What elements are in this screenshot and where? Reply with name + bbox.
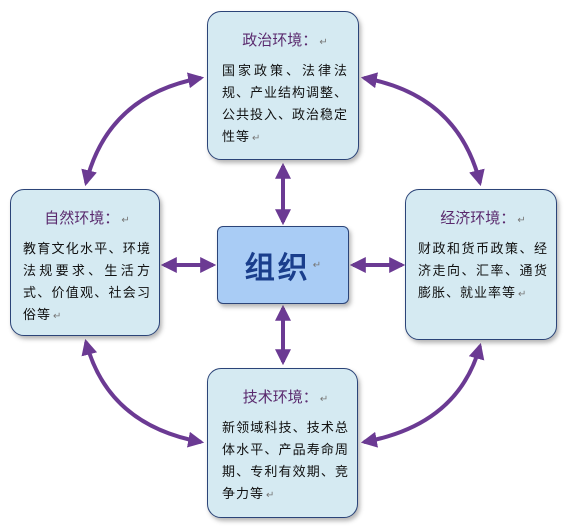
paragraph-mark: ↵ — [53, 311, 63, 322]
paragraph-mark: ↵ — [517, 215, 526, 226]
paragraph-mark: ↵ — [252, 133, 262, 144]
paragraph-mark: ↵ — [319, 37, 328, 48]
politics-title: 政治环境：↵ — [242, 31, 328, 49]
economy-box: 经济环境：↵ 财政和货币政策、经济走向、汇率、通货膨胀、就业率等↵ — [405, 189, 557, 340]
economy-title: 经济环境：↵ — [440, 209, 526, 227]
nature-box: 自然环境：↵ 教育文化水平、环境法规要求、生活方式、价值观、社会习俗等↵ — [10, 189, 160, 336]
paragraph-mark: ↵ — [121, 215, 130, 226]
tech-text: 新领域科技、技术总体水平、产品寿命周期、专利有效期、竞争力等↵ — [222, 421, 349, 502]
center-title: 组织 — [244, 251, 311, 286]
economy-text: 财政和货币政策、经济走向、汇率、通货膨胀、就业率等↵ — [418, 242, 548, 301]
paragraph-mark: ↵ — [319, 394, 329, 405]
tech-box: 技术环境：↵ 新领域科技、技术总体水平、产品寿命周期、专利有效期、竞争力等↵ — [207, 368, 358, 518]
politics-box: 政治环境：↵ 国家政策、法律法规、产业结构调整、公共投入、政治稳定性等↵ — [207, 11, 359, 160]
arrow-nature-tech — [81, 338, 205, 448]
arrow-politics-economy — [360, 72, 485, 187]
tech-title: 技术环境：↵ — [242, 388, 329, 406]
nature-title: 自然环境：↵ — [44, 209, 130, 227]
arrow-politics-nature — [81, 72, 205, 187]
nature-text: 教育文化水平、环境法规要求、生活方式、价值观、社会习俗等↵ — [23, 242, 151, 323]
paragraph-mark: ↵ — [518, 289, 528, 300]
center-organization-box: 组织↵ — [217, 226, 349, 304]
paragraph-mark: ↵ — [266, 490, 276, 501]
arrow-economy-tech — [360, 342, 485, 448]
politics-text: 国家政策、法律法规、产业结构调整、公共投入、政治稳定性等↵ — [222, 64, 349, 145]
paragraph-mark: ↵ — [312, 259, 322, 271]
